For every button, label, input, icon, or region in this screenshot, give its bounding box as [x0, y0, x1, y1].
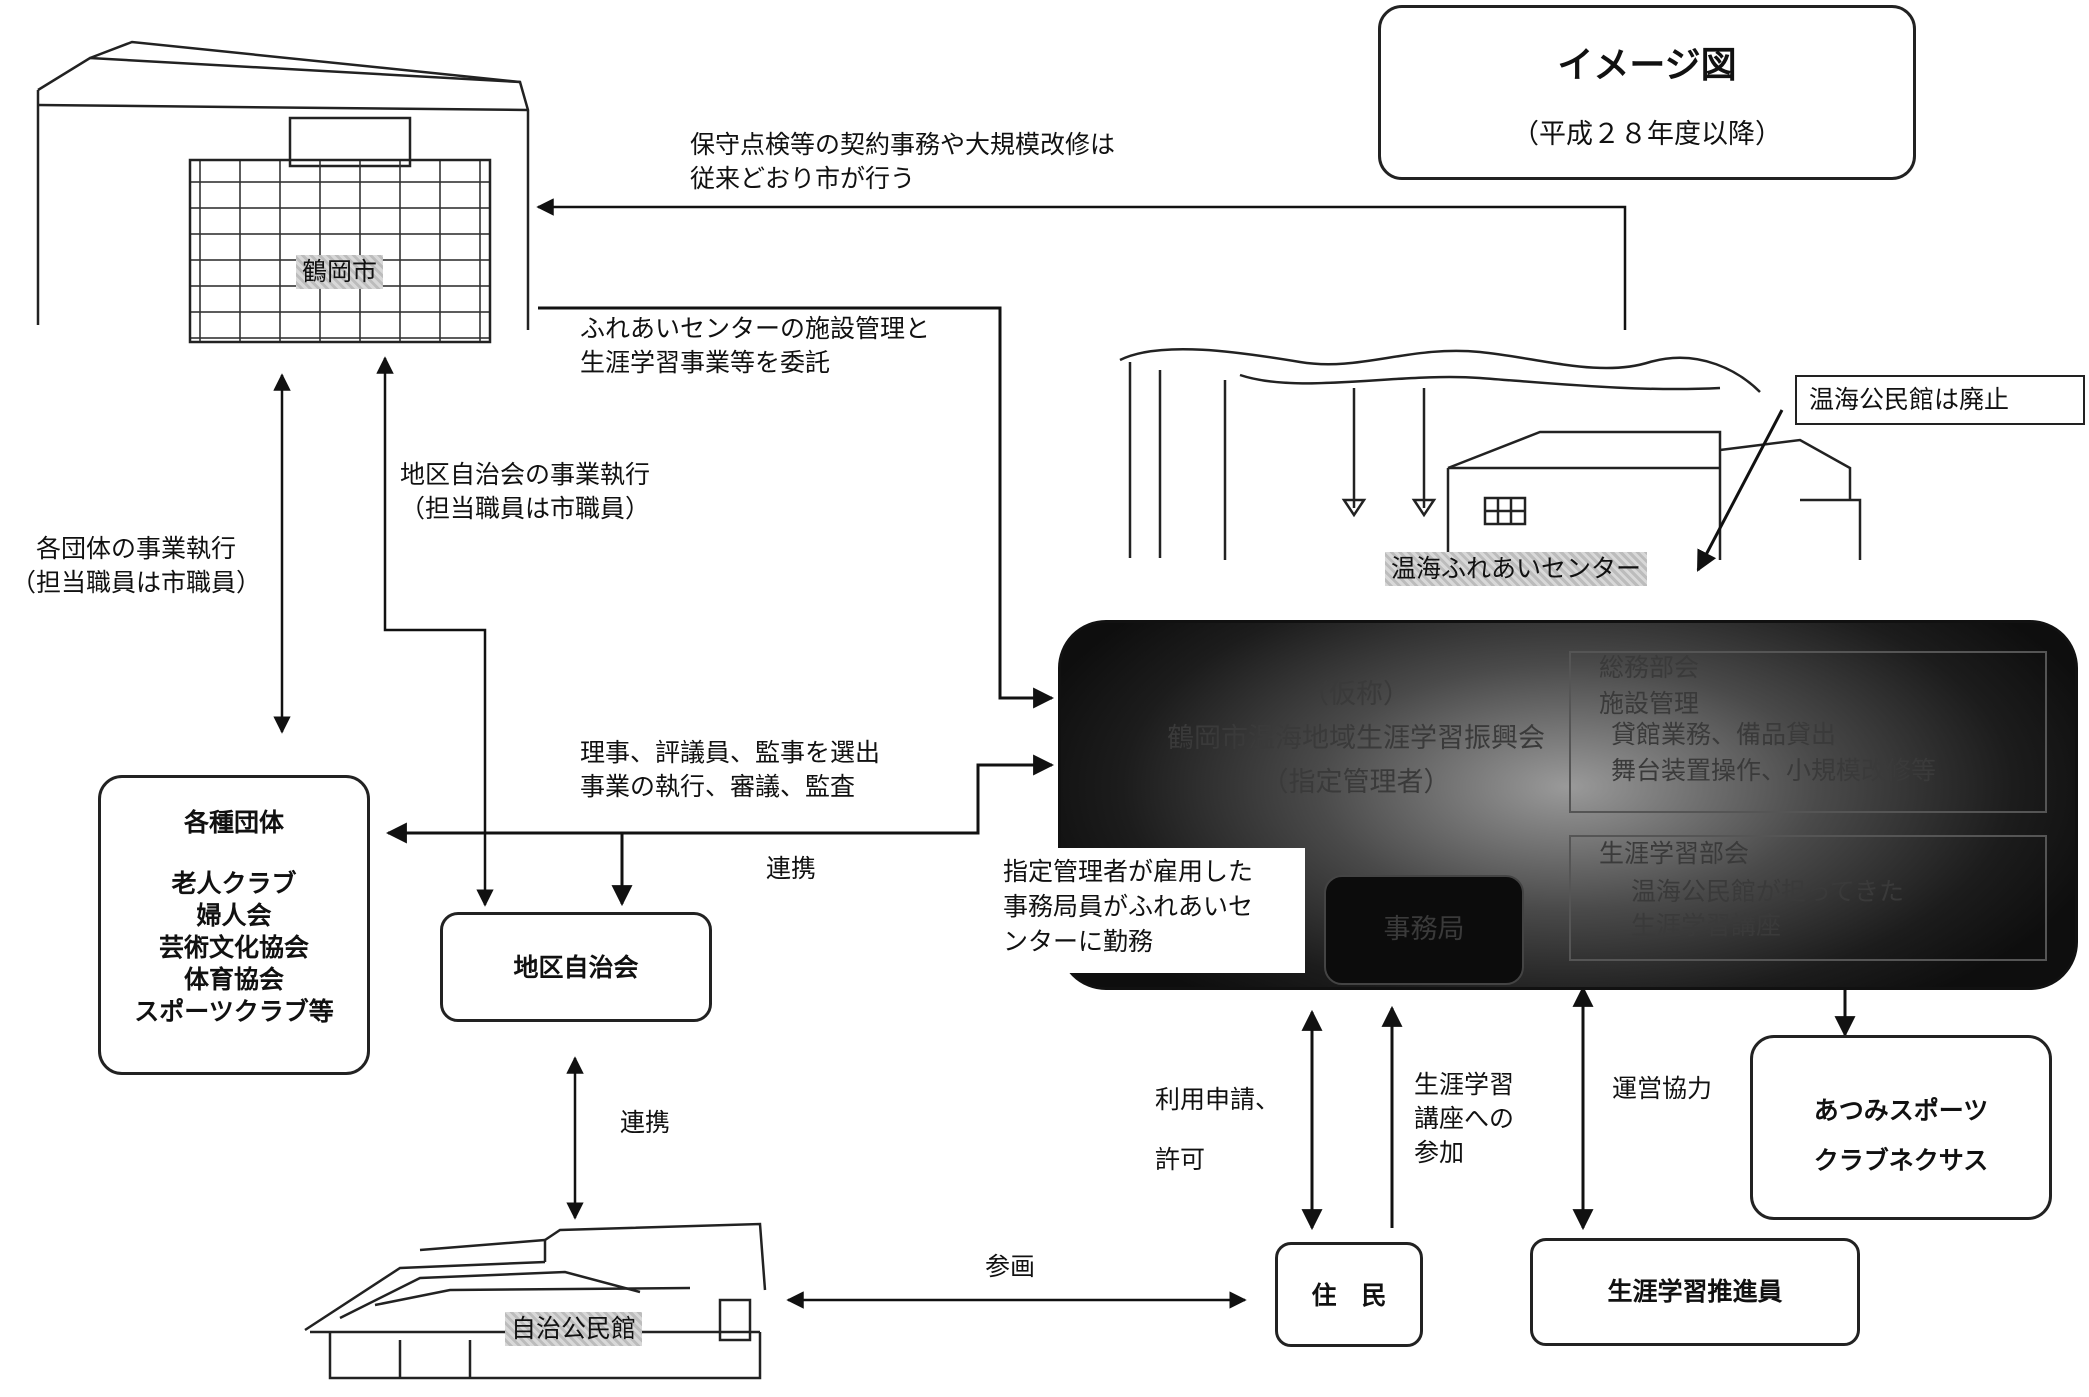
group-exec-line: （担当職員は市職員）	[10, 568, 261, 597]
arrow-city-district	[376, 356, 494, 907]
cooperation-label-2: 連携	[620, 1108, 671, 1137]
arrow-abolished	[1696, 409, 1784, 572]
maintenance-line: 従来どおり市が行う	[690, 164, 916, 193]
elect-line: 理事、評議員、監事を選出	[580, 738, 881, 767]
sports-club-line: あつみスポーツ	[1813, 1096, 1989, 1125]
fureai-center-building	[1119, 347, 1862, 560]
groups-members: 老人クラブ 婦人会 芸術文化協会 体育協会 スポーツクラブ等	[101, 868, 367, 1028]
participation-line: 生涯学習	[1414, 1070, 1515, 1099]
entrust-note: ふれあいセンターの施設管理と 生涯学習事業等を委託	[580, 312, 930, 380]
staff-note-line: 指定管理者が雇用した	[1003, 857, 1254, 886]
title-text: イメージ図	[1557, 45, 1737, 86]
title-box: イメージ図 （平成２８年度以降）	[1378, 5, 1916, 180]
district-council-label: 地区自治会	[513, 953, 639, 982]
secretariat-box: 事務局	[1324, 875, 1524, 985]
promoter-box: 生涯学習推進員	[1530, 1238, 1860, 1346]
general-affairs-details: 貸館業務、備品貸出 舞台装置操作、小規模改修等	[1611, 717, 1936, 789]
participation-line: 参加	[1414, 1138, 1465, 1167]
district-exec-line: 地区自治会の事業執行	[400, 460, 651, 489]
abolished-note: 温海公民館は廃止	[1809, 385, 2010, 414]
lifelong-learning-detail: 温海公民館が担ってきた	[1631, 877, 1905, 906]
operation-support-label: 運営協力	[1612, 1074, 1713, 1103]
fureai-center-label: 温海ふれあいセンター	[1385, 552, 1648, 586]
secretariat-label: 事務局	[1383, 914, 1465, 945]
group-member: 芸術文化協会	[158, 933, 309, 962]
lifelong-learning-header: 生涯学習部会	[1599, 839, 1750, 868]
cooperation-label-1: 連携	[766, 854, 817, 883]
association-name-line: （指定管理者）	[1261, 767, 1451, 798]
arrow-association-groups	[385, 754, 1055, 844]
participation-line: 講座への	[1414, 1104, 1515, 1133]
participation-note: 生涯学習 講座への 参加	[1414, 1068, 1514, 1170]
group-member: 婦人会	[196, 901, 272, 930]
abolished-note-box: 温海公民館は廃止	[1795, 375, 2085, 425]
subtitle-text: （平成２８年度以降）	[1512, 119, 1782, 150]
staff-note-box: 指定管理者が雇用した 事務局員がふれあいセ ンターに勤務	[995, 848, 1305, 973]
arrow-entrust	[538, 306, 1055, 709]
group-exec-line: 各団体の事業執行	[35, 534, 236, 563]
general-affairs-panel: 総務部会 施設管理 貸館業務、備品貸出 舞台装置操作、小規模改修等	[1569, 651, 2047, 813]
residents-box: 住 民	[1275, 1242, 1423, 1347]
association-name: （仮称） 鶴岡市温海地域生涯学習振興会 （指定管理者）	[1091, 673, 1621, 805]
groups-title: 各種団体	[183, 808, 284, 837]
promoter-label: 生涯学習推進員	[1607, 1277, 1783, 1306]
general-affairs-detail: 舞台装置操作、小規模改修等	[1611, 756, 1937, 785]
district-exec-note: 地区自治会の事業執行 （担当職員は市職員）	[400, 458, 650, 526]
staff-note-line: ンターに勤務	[1003, 927, 1154, 956]
city-hall-building	[36, 40, 530, 344]
sports-club-line: クラブネクサス	[1813, 1146, 1989, 1175]
elect-line: 事業の執行、審議、監査	[580, 772, 856, 801]
sports-club-label: あつみスポーツ クラブネクサス	[1753, 1086, 2049, 1186]
entrust-line: ふれあいセンターの施設管理と	[580, 314, 931, 343]
planning-label: 参画	[985, 1252, 1036, 1281]
group-member: スポーツクラブ等	[134, 997, 334, 1026]
general-affairs-item: 施設管理	[1599, 689, 1700, 718]
sports-club-box: あつみスポーツ クラブネクサス	[1750, 1035, 2052, 1220]
association-name-line: 鶴岡市温海地域生涯学習振興会	[1167, 723, 1545, 754]
groups-box: 各種団体 老人クラブ 婦人会 芸術文化協会 体育協会 スポーツクラブ等	[98, 775, 370, 1075]
maintenance-note: 保守点検等の契約事務や大規模改修は 従来どおり市が行う	[690, 128, 1115, 196]
entrust-line: 生涯学習事業等を委託	[580, 348, 831, 377]
lifelong-learning-detail: 生涯学習講座	[1631, 911, 1782, 940]
usage-line: 利用申請、	[1155, 1085, 1281, 1114]
group-member: 体育協会	[183, 965, 284, 994]
general-affairs-detail: 貸館業務、備品貸出	[1611, 720, 1837, 749]
jichi-kominkan-building	[304, 1222, 767, 1380]
city-label: 鶴岡市	[296, 255, 384, 289]
staff-note-line: 事務局員がふれあいセ	[1003, 892, 1254, 921]
usage-line: 許可	[1155, 1145, 1206, 1174]
group-member: 老人クラブ	[171, 869, 297, 898]
jichi-kominkan-label: 自治公民館	[505, 1312, 643, 1346]
maintenance-line: 保守点検等の契約事務や大規模改修は	[690, 130, 1116, 159]
elect-note: 理事、評議員、監事を選出 事業の執行、審議、監査	[580, 736, 880, 804]
district-council-box: 地区自治会	[440, 912, 712, 1022]
lifelong-learning-details: 温海公民館が担ってきた 生涯学習講座	[1631, 875, 1904, 943]
group-exec-note: 各団体の事業執行 （担当職員は市職員）	[0, 532, 272, 600]
general-affairs-header: 総務部会	[1599, 653, 1700, 682]
district-exec-line: （担当職員は市職員）	[400, 494, 651, 523]
residents-label: 住 民	[1311, 1281, 1387, 1310]
arrow-maintenance	[536, 198, 1627, 330]
lifelong-learning-panel: 生涯学習部会 温海公民館が担ってきた 生涯学習講座	[1569, 835, 2047, 961]
association-name-line: （仮称）	[1302, 679, 1410, 710]
usage-note: 利用申請、 許可	[1155, 1070, 1280, 1190]
staff-note: 指定管理者が雇用した 事務局員がふれあいセ ンターに勤務	[1003, 854, 1253, 959]
